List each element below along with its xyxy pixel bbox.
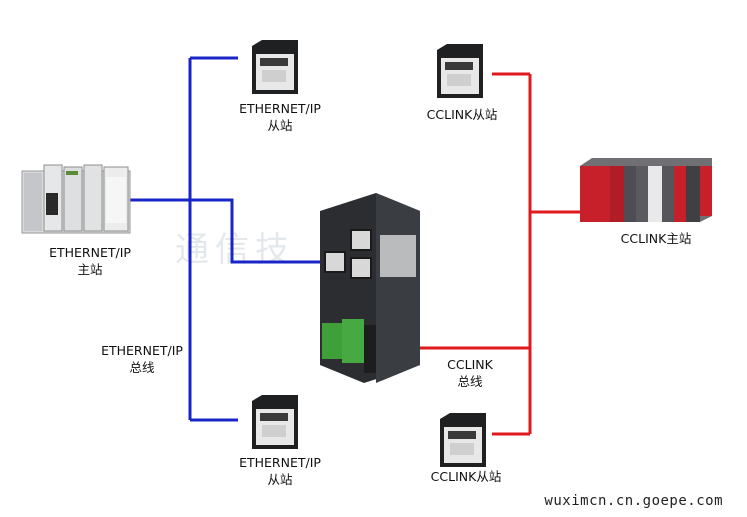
eip-slave-top-label: ETHERNET/IP 从站	[230, 100, 330, 134]
cc-bus-line2: 总线	[457, 374, 483, 389]
eip-bus-line1: ETHERNET/IP	[101, 343, 183, 358]
eip-slave-top-line2: 从站	[267, 118, 293, 133]
cc-bus-line1: CCLINK	[447, 357, 493, 372]
cc-master-label: CCLINK主站	[606, 230, 706, 247]
eip-bus-line2: 总线	[129, 360, 155, 375]
cc-bus-label: CCLINK 总线	[420, 356, 520, 390]
ethernet-ip-bus	[130, 56, 320, 422]
cc-slave-top-label: CCLINK从站	[412, 106, 512, 123]
eip-master-label: ETHERNET/IP 主站	[40, 244, 140, 278]
cc-slave-bottom-line1: CCLINK从站	[430, 469, 502, 484]
eip-master-line1: ETHERNET/IP	[49, 245, 131, 260]
servo-drive-icon	[437, 44, 483, 98]
allen-bradley-plc-icon	[21, 164, 131, 234]
mitsubishi-plc-icon	[580, 158, 712, 222]
eip-link-master	[130, 198, 320, 264]
eip-slave-bottom-line1: ETHERNET/IP	[239, 455, 321, 470]
eip-bus-label: ETHERNET/IP 总线	[92, 342, 192, 376]
eip-slave-bottom-line2: 从站	[267, 472, 293, 487]
servo-drive-icon	[252, 395, 298, 449]
gateway-device-icon	[320, 193, 420, 383]
eip-slave-top-line1: ETHERNET/IP	[239, 101, 321, 116]
cc-slave-bottom-label: CCLINK从站	[416, 468, 516, 485]
cc-master-line1: CCLINK主站	[620, 231, 692, 246]
eip-master-line2: 主站	[77, 262, 103, 277]
eip-slave-bottom-label: ETHERNET/IP 从站	[230, 454, 330, 488]
cc-slave-top-line1: CCLINK从站	[426, 107, 498, 122]
servo-drive-icon	[440, 413, 486, 467]
footer-url: wuximcn.cn.goepe.com	[544, 493, 723, 509]
servo-drive-icon	[252, 40, 298, 94]
